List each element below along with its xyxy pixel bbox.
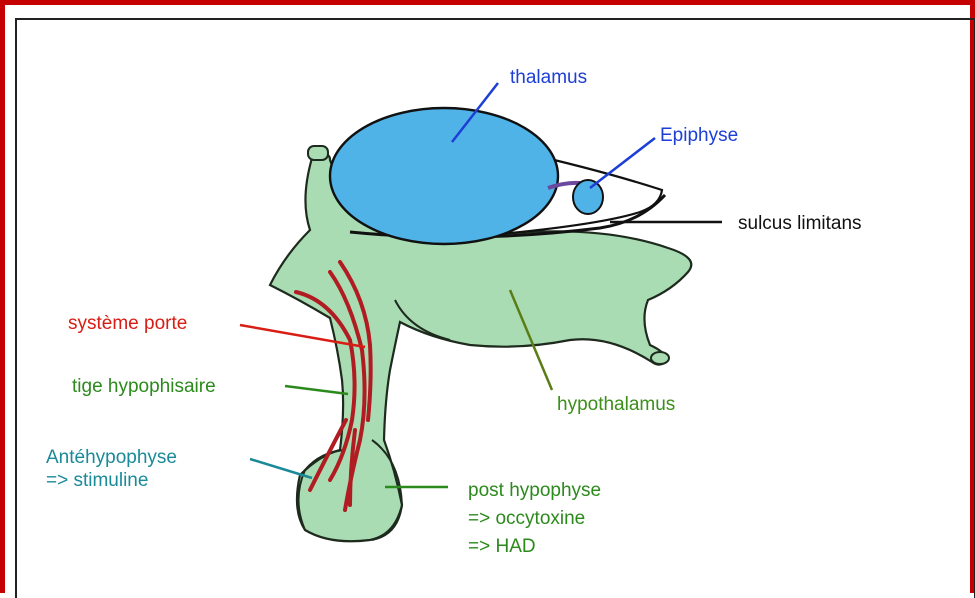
tige-hypophisaire-label: tige hypophisaire [72,375,216,398]
systeme-porte-label: système porte [68,312,187,335]
epiphyse-shape [573,180,603,214]
antehypophyse-leader [250,459,312,478]
antehypophyse-line-2: => stimuline [46,469,177,492]
antehypophyse-label: Antéhypophyse => stimuline [46,446,177,492]
thalamus-shape [330,108,558,244]
posthypophyse-line-1: post hypophyse [468,477,601,505]
posthypophyse-line-2: => occytoxine [468,505,601,533]
tige-leader [285,386,348,394]
stalk-tip [651,352,669,364]
posthypophyse-label: post hypophyse => occytoxine => HAD [468,477,601,561]
hypothalamus-label: hypothalamus [557,393,675,416]
column-cap [308,146,328,160]
thalamus-label: thalamus [510,66,587,89]
antehypophyse-line-1: Antéhypophyse [46,446,177,469]
posthypophyse-line-3: => HAD [468,533,601,561]
sulcus-limitans-label: sulcus limitans [738,212,862,235]
epiphyse-label: Epiphyse [660,124,738,147]
